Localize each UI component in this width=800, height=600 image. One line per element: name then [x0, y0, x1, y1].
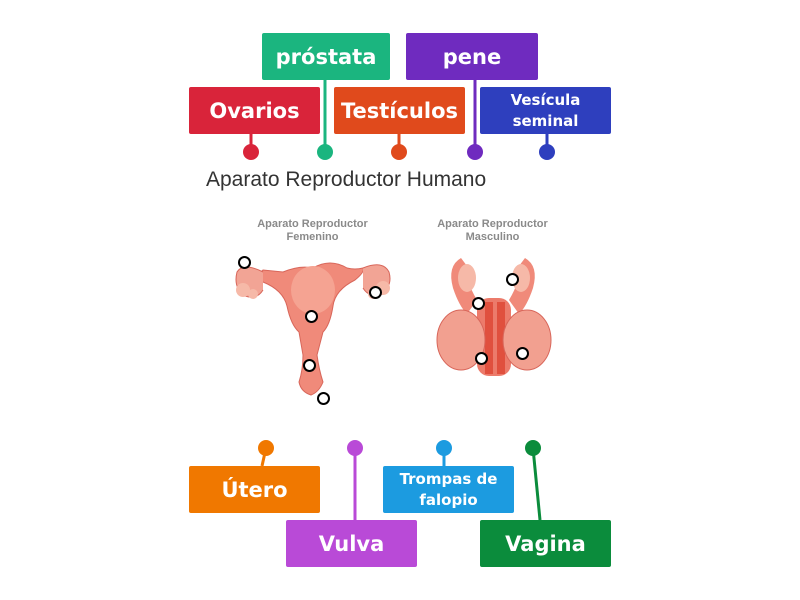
- reproductive-organs-drawing: [235, 258, 552, 396]
- label-utero[interactable]: Útero: [189, 466, 320, 513]
- caption-female: Aparato Reproductor Femenino: [257, 218, 368, 243]
- hotspot-1[interactable]: [238, 256, 251, 269]
- label-testiculos[interactable]: Testículos: [334, 87, 465, 134]
- label-vulva[interactable]: Vulva: [286, 520, 417, 567]
- hotspot-6[interactable]: [506, 273, 519, 286]
- label-trompas-de-falopio[interactable]: Trompas de falopio: [383, 466, 514, 513]
- hotspot-4[interactable]: [303, 359, 316, 372]
- hotspot-5[interactable]: [317, 392, 330, 405]
- hotspot-8[interactable]: [475, 352, 488, 365]
- label-vesicula-seminal[interactable]: Vesícula seminal: [480, 87, 611, 134]
- hotspot-9[interactable]: [516, 347, 529, 360]
- hotspot-2[interactable]: [369, 286, 382, 299]
- caption-male: Aparato Reproductor Masculino: [437, 218, 548, 243]
- hotspot-3[interactable]: [305, 310, 318, 323]
- hotspot-7[interactable]: [472, 297, 485, 310]
- label-vagina[interactable]: Vagina: [480, 520, 611, 567]
- label-prostata[interactable]: próstata: [262, 33, 390, 80]
- label-ovarios[interactable]: Ovarios: [189, 87, 320, 134]
- diagram-title: Aparato Reproductor Humano: [206, 168, 487, 191]
- anatomy-illustration: Aparato Reproductor Femenino Aparato Rep…: [215, 210, 605, 410]
- label-pene[interactable]: pene: [406, 33, 538, 80]
